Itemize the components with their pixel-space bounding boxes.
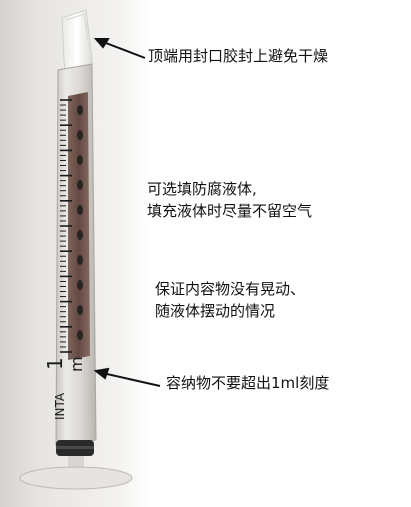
scale-numeral-mark <box>77 205 83 215</box>
annotation-no-movement-line-1: 保证内容物没有晃动、 <box>155 280 306 298</box>
plunger-stopper <box>56 440 94 456</box>
liquid-column <box>68 92 90 360</box>
scale-numeral-mark <box>77 130 83 140</box>
annotation-volume-limit: 容纳物不要超出1ml刻度 <box>166 372 329 394</box>
scale-numeral-mark <box>77 105 83 115</box>
barrel-scale-unit: m <box>67 356 86 372</box>
scale-marks <box>60 99 83 353</box>
annotation-no-movement: 保证内容物没有晃动、 随液体摆动的情况 <box>155 278 305 322</box>
arrow-volume-limit <box>97 371 161 387</box>
annotation-top-seal: 顶端用封口胶封上避免干燥 <box>148 45 328 67</box>
barrel-scale-marking: 1 <box>43 357 67 370</box>
arrow-volume-limit-head <box>93 367 110 380</box>
annotation-volume-limit-line: 容纳物不要超出1ml刻度 <box>166 374 330 392</box>
scale-numeral-mark <box>77 155 83 165</box>
scale-numeral-mark <box>77 330 83 340</box>
annotation-no-movement-line-2: 随液体摆动的情况 <box>155 302 276 320</box>
annotation-fill-liquid-line-1: 可选填防腐液体, <box>147 180 257 198</box>
annotation-fill-liquid: 可选填防腐液体, 填充液体时尽量不留空气 <box>147 178 312 222</box>
scale-numeral-mark <box>77 305 83 315</box>
scale-numeral-mark <box>77 230 83 240</box>
barrel-brand-marking: INTA <box>53 392 67 420</box>
annotation-top-seal-line: 顶端用封口胶封上避免干燥 <box>148 47 329 65</box>
scale-numeral-mark <box>77 180 83 190</box>
scale-numeral-mark <box>77 255 83 265</box>
arrow-top-seal-head <box>93 38 110 49</box>
scale-numeral-mark <box>77 280 83 290</box>
annotation-arrows <box>93 38 161 387</box>
annotation-fill-liquid-line-2: 填充液体时尽量不留空气 <box>147 202 313 220</box>
plunger-flange <box>19 466 133 490</box>
